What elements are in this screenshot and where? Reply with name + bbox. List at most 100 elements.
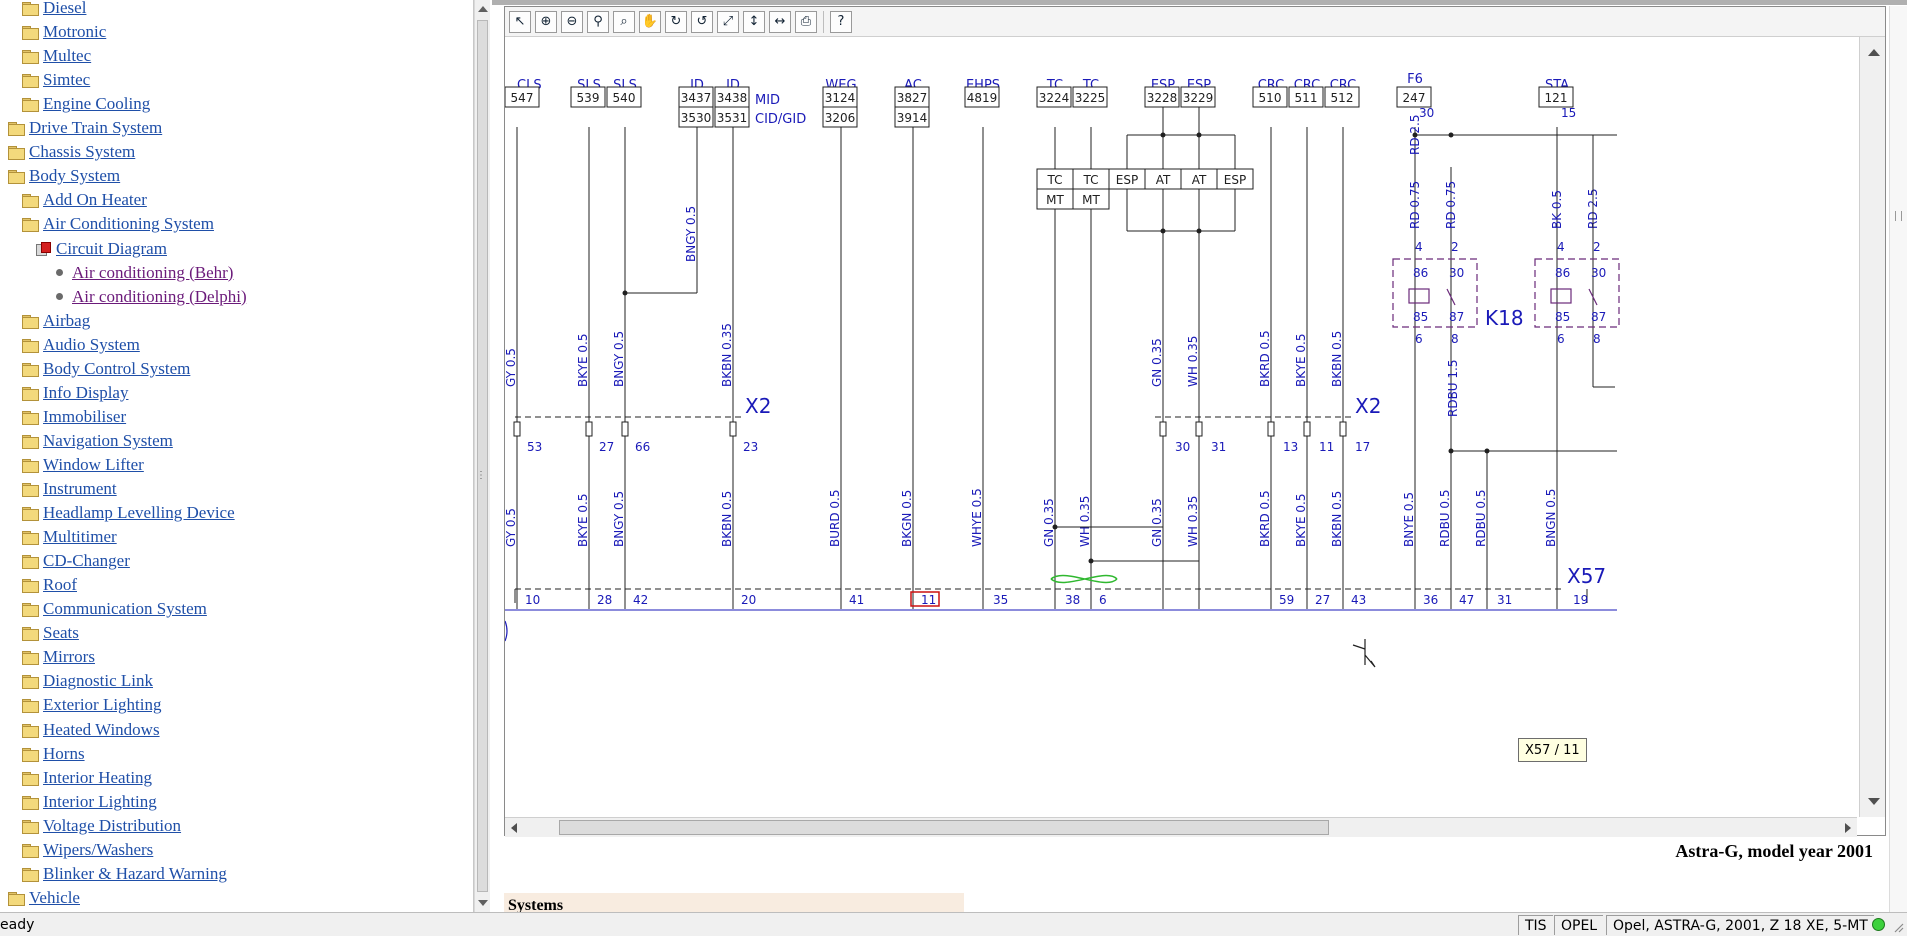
tree-item-link[interactable]: Diagnostic Link bbox=[43, 671, 154, 691]
tree-item-link[interactable]: Air Conditioning System bbox=[43, 214, 214, 234]
tree-item-link[interactable]: Communication System bbox=[43, 599, 207, 619]
tree-item-airbag[interactable]: Airbag bbox=[22, 309, 90, 333]
tree-item-chassis-system[interactable]: Chassis System bbox=[8, 140, 135, 164]
tree-item-link[interactable]: Mirrors bbox=[43, 647, 95, 667]
fit-width-tool-button[interactable]: ↔ bbox=[769, 10, 791, 33]
tree-item-link[interactable]: CD-Changer bbox=[43, 551, 130, 571]
fit-height-tool-button[interactable]: ↕ bbox=[743, 10, 765, 33]
tree-item-blinker-hazard-warning[interactable]: Blinker & Hazard Warning bbox=[22, 862, 227, 886]
tree-item-immobiliser[interactable]: Immobiliser bbox=[22, 405, 126, 429]
tree-item-air-conditioning-delphi[interactable]: Air conditioning (Delphi) bbox=[52, 285, 247, 309]
tree-item-add-on-heater[interactable]: Add On Heater bbox=[22, 188, 147, 212]
tree-item-body-system[interactable]: Body System bbox=[8, 164, 120, 188]
tree-item-link[interactable]: Heated Windows bbox=[43, 719, 160, 739]
tree-item-link[interactable]: Headlamp Levelling Device bbox=[43, 503, 235, 523]
content-vertical-scrollbar[interactable] bbox=[1889, 6, 1907, 912]
tree-item-link[interactable]: Engine Cooling bbox=[43, 94, 151, 114]
tree-item-link[interactable]: Airbag bbox=[43, 310, 91, 330]
tree-item-simtec[interactable]: Simtec bbox=[22, 68, 90, 92]
diagram-vertical-scrollbar[interactable] bbox=[1859, 37, 1885, 817]
tree-item-cd-changer[interactable]: CD-Changer bbox=[22, 549, 130, 573]
tree-item-link[interactable]: Body System bbox=[29, 166, 121, 186]
tree-item-heated-windows[interactable]: Heated Windows bbox=[22, 718, 160, 742]
scroll-up-icon[interactable] bbox=[478, 6, 488, 12]
panel-splitter-grip-icon[interactable]: ⋮ bbox=[476, 470, 486, 481]
print-tool-button[interactable]: ⎙ bbox=[795, 10, 817, 33]
tree-item-link[interactable]: Voltage Distribution bbox=[43, 815, 182, 835]
tree-item-link[interactable]: Immobiliser bbox=[43, 406, 127, 426]
tree-item-multec[interactable]: Multec bbox=[22, 44, 91, 68]
fit-window-tool-button[interactable]: ⤢ bbox=[717, 10, 739, 33]
tree-item-link[interactable]: Circuit Diagram bbox=[56, 238, 167, 258]
tree-item-drive-train-system[interactable]: Drive Train System bbox=[8, 116, 162, 140]
tree-item-link[interactable]: Blinker & Hazard Warning bbox=[43, 863, 227, 883]
tree-item-engine-cooling[interactable]: Engine Cooling bbox=[22, 92, 150, 116]
tree-item-link[interactable]: Air conditioning (Delphi) bbox=[72, 286, 247, 306]
zoom-tool-button[interactable]: ⚲ bbox=[587, 10, 609, 33]
select-tool-button[interactable]: ↖ bbox=[509, 10, 531, 33]
tree-item-link[interactable]: Window Lifter bbox=[43, 454, 144, 474]
tree-item-interior-heating[interactable]: Interior Heating bbox=[22, 766, 152, 790]
tree-item-link[interactable]: Air conditioning (Behr) bbox=[72, 262, 234, 282]
tree-item-link[interactable]: Simtec bbox=[43, 70, 91, 90]
tree-item-audio-system[interactable]: Audio System bbox=[22, 333, 140, 357]
tree-item-seats[interactable]: Seats bbox=[22, 621, 79, 645]
tree-item-link[interactable]: Multec bbox=[43, 46, 92, 66]
tree-item-mirrors[interactable]: Mirrors bbox=[22, 645, 95, 669]
tree-item-interior-lighting[interactable]: Interior Lighting bbox=[22, 790, 157, 814]
tree-item-diesel[interactable]: Diesel bbox=[22, 0, 86, 20]
tree-item-link[interactable]: Interior Heating bbox=[43, 767, 153, 787]
tree-item-link[interactable]: Horns bbox=[43, 743, 85, 763]
tree-item-exterior-lighting[interactable]: Exterior Lighting bbox=[22, 693, 162, 717]
zoom-out-tool-button[interactable]: ⊖ bbox=[561, 10, 583, 33]
tree-item-link[interactable]: Motronic bbox=[43, 22, 107, 42]
tree-item-link[interactable]: Chassis System bbox=[29, 142, 136, 162]
tree-item-link[interactable]: Vehicle bbox=[29, 887, 80, 907]
tree-item-link[interactable]: Seats bbox=[43, 623, 79, 643]
tree-item-headlamp-levelling-device[interactable]: Headlamp Levelling Device bbox=[22, 501, 235, 525]
tree-item-roof[interactable]: Roof bbox=[22, 573, 77, 597]
tree-item-link[interactable]: Wipers/Washers bbox=[43, 839, 154, 859]
zoom-area-tool-button[interactable]: ⌕ bbox=[613, 10, 635, 33]
tree-item-link[interactable]: Exterior Lighting bbox=[43, 695, 162, 715]
tree-item-link[interactable]: Drive Train System bbox=[29, 118, 163, 138]
rotate-cw-tool-button[interactable]: ↻ bbox=[665, 10, 687, 33]
scroll-up-icon[interactable] bbox=[1868, 49, 1880, 56]
tree-item-link[interactable]: Navigation System bbox=[43, 430, 173, 450]
tree-item-window-lifter[interactable]: Window Lifter bbox=[22, 453, 144, 477]
scroll-down-icon[interactable] bbox=[478, 900, 488, 906]
tree-vertical-scrollbar[interactable] bbox=[474, 0, 490, 912]
zoom-in-tool-button[interactable]: ⊕ bbox=[535, 10, 557, 33]
tree-item-navigation-system[interactable]: Navigation System bbox=[22, 429, 173, 453]
help-tool-button[interactable]: ? bbox=[830, 10, 852, 33]
tree-item-diagnostic-link[interactable]: Diagnostic Link bbox=[22, 669, 153, 693]
tree-item-link[interactable]: Body Control System bbox=[43, 358, 191, 378]
tree-item-vehicle[interactable]: Vehicle bbox=[8, 886, 80, 910]
scroll-left-icon[interactable] bbox=[511, 823, 517, 833]
tree-item-link[interactable]: Add On Heater bbox=[43, 190, 147, 210]
pan-tool-button[interactable]: ✋ bbox=[639, 10, 661, 33]
tree-item-motronic[interactable]: Motronic bbox=[22, 20, 106, 44]
tree-item-link[interactable]: Multitimer bbox=[43, 527, 117, 547]
tree-item-voltage-distribution[interactable]: Voltage Distribution bbox=[22, 814, 181, 838]
tree-item-link[interactable]: Instrument bbox=[43, 479, 117, 498]
diagram-horizontal-scrollbar[interactable] bbox=[505, 817, 1857, 837]
scroll-right-icon[interactable] bbox=[1845, 823, 1851, 833]
tree-item-info-display[interactable]: Info Display bbox=[22, 381, 128, 405]
tree-item-instrument[interactable]: Instrument bbox=[22, 477, 117, 501]
tree-item-communication-system[interactable]: Communication System bbox=[22, 597, 207, 621]
tree-item-wipers-washers[interactable]: Wipers/Washers bbox=[22, 838, 153, 862]
horizontal-scroll-thumb[interactable] bbox=[559, 820, 1329, 835]
tree-item-link[interactable]: Interior Lighting bbox=[43, 791, 157, 811]
scroll-down-icon[interactable] bbox=[1868, 798, 1880, 805]
tree-scroll-thumb[interactable] bbox=[477, 20, 488, 892]
rotate-ccw-tool-button[interactable]: ↺ bbox=[691, 10, 713, 33]
tree-item-link[interactable]: Audio System bbox=[43, 334, 140, 354]
tree-item-multitimer[interactable]: Multitimer bbox=[22, 525, 117, 549]
tree-item-air-conditioning-system[interactable]: Air Conditioning System bbox=[22, 212, 214, 236]
tree-item-link[interactable]: Diesel bbox=[43, 0, 87, 17]
tree-item-link[interactable]: Roof bbox=[43, 575, 77, 595]
resize-grip-icon[interactable] bbox=[1892, 921, 1904, 933]
